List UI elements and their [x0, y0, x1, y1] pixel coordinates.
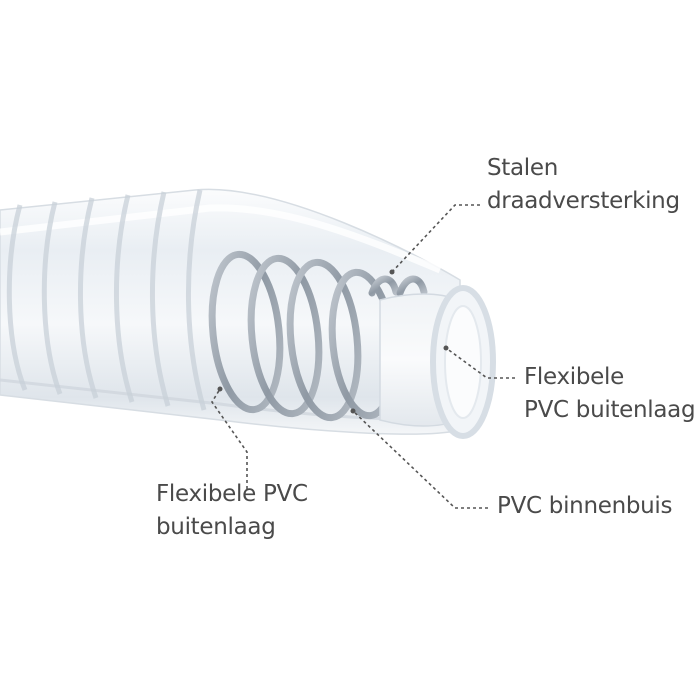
embedded-spiral-ridges [6, 189, 207, 411]
leader-inner [352, 410, 488, 509]
leader-steel [391, 204, 480, 273]
label-outer-layer-right: Flexibele PVC buitenlaag [524, 361, 696, 427]
label-outer-right-line2: PVC buitenlaag [524, 397, 696, 423]
label-steel-line2: draadversterking [487, 188, 680, 214]
label-outer-right-line1: Flexibele [524, 364, 624, 390]
label-inner-tube: PVC binnenbuis [497, 490, 673, 523]
leader-pointers [217, 269, 449, 414]
label-inner-line1: PVC binnenbuis [497, 493, 673, 519]
label-outer-layer-left: Flexibele PVC buitenlaag [156, 478, 308, 544]
leader-outer-right [445, 347, 515, 379]
label-outer-left-line2: buitenlaag [156, 514, 276, 540]
steel-wire-coils [208, 250, 428, 422]
leader-lines [211, 204, 515, 509]
label-steel-wire-reinforcement: Stalen draadversterking [487, 152, 680, 218]
label-steel-line1: Stalen [487, 155, 559, 181]
label-outer-left-line1: Flexibele PVC [156, 481, 308, 507]
inner-tube [379, 285, 496, 439]
leader-outer-left [211, 388, 248, 489]
